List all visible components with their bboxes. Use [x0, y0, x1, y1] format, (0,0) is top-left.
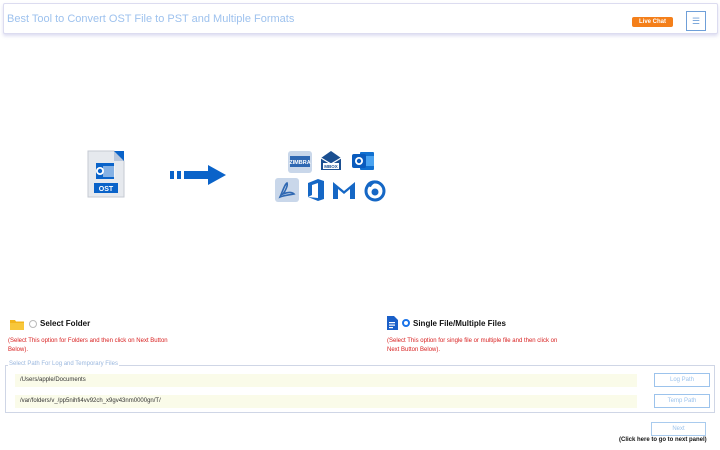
office-365-icon: [308, 179, 324, 201]
mbox-label: MBOX: [324, 164, 338, 169]
header-bar: Best Tool to Convert OST File to PST and…: [3, 3, 718, 34]
outlook-icon: [352, 152, 374, 170]
log-path-field[interactable]: /Users/apple/Documents: [15, 374, 637, 387]
folder-icon: [10, 320, 24, 330]
single-multiple-files-radio[interactable]: [402, 319, 410, 327]
menu-button[interactable]: ☰: [686, 11, 706, 31]
zimbra-icon: ZIMBRA: [288, 151, 312, 173]
temp-path-field[interactable]: /var/folders/v_/pp5nihfi4vv92ch_x9gv43nm…: [15, 395, 637, 408]
ost-file-icon: OST: [87, 150, 125, 198]
mbox-icon: MBOX: [320, 151, 342, 170]
log-path-button[interactable]: Log Path: [654, 373, 710, 387]
paths-legend: Select Path For Log and Temporary Files: [8, 361, 119, 367]
next-button[interactable]: Next: [651, 422, 706, 436]
paths-fieldset: [5, 365, 715, 413]
convert-arrow-icon: [170, 165, 226, 185]
single-multiple-files-note: (Select This option for single file or m…: [387, 338, 558, 353]
next-note: (Click here to go to next panel): [619, 437, 707, 443]
select-folder-label[interactable]: Select Folder: [40, 319, 91, 328]
hamburger-icon: ☰: [691, 16, 701, 26]
svg-text:ZIMBRA: ZIMBRA: [289, 160, 310, 166]
single-multiple-files-label[interactable]: Single File/Multiple Files: [413, 319, 506, 328]
pdf-icon: [275, 178, 299, 202]
page-title: Best Tool to Convert OST File to PST and…: [7, 13, 295, 25]
file-icon: [387, 316, 398, 330]
select-folder-radio[interactable]: [29, 320, 37, 328]
thunderbird-icon: [364, 180, 386, 202]
live-chat-button[interactable]: Live Chat: [632, 17, 673, 27]
gmail-icon: [333, 182, 355, 199]
ost-label: OST: [99, 186, 114, 193]
temp-path-button[interactable]: Temp Path: [654, 394, 710, 408]
select-folder-note: (Select This option for Folders and then…: [8, 338, 168, 353]
